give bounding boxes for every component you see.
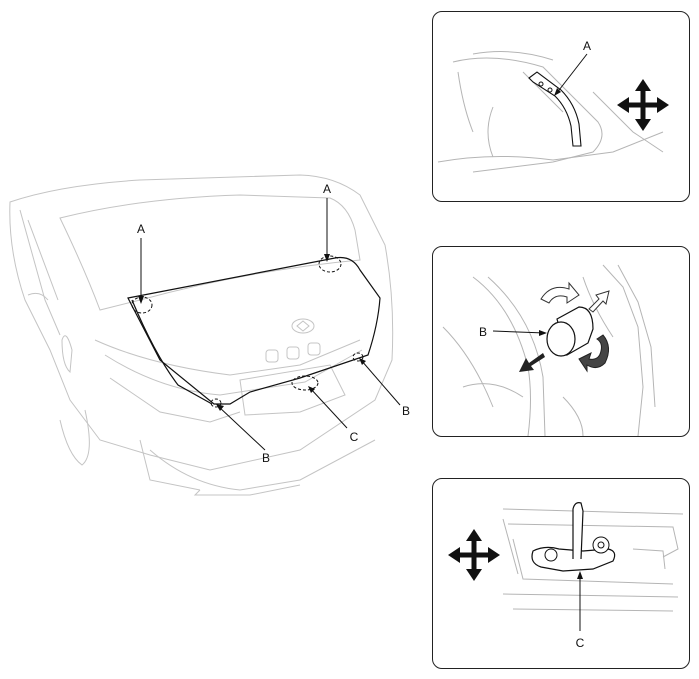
panel-a-label: A xyxy=(583,39,591,53)
hinge-area-right xyxy=(318,255,342,273)
car-body-outline xyxy=(9,174,394,496)
panel-c-label: C xyxy=(576,636,585,650)
panel-b-label: B xyxy=(479,325,487,339)
striker xyxy=(531,502,616,572)
four-way-move-icon xyxy=(448,529,500,581)
trunk-lid-outline xyxy=(127,256,381,405)
pull-arrow-icon xyxy=(519,290,610,372)
detail-panel-stopper: B xyxy=(432,246,690,437)
bumper-area-left xyxy=(210,398,222,408)
detail-panel-hinge: A xyxy=(432,11,690,202)
latch-sketch xyxy=(502,508,684,612)
car-rear-view xyxy=(9,174,401,496)
four-way-move-icon xyxy=(617,79,669,131)
detail-panel-latch: C xyxy=(432,478,690,669)
stopper-bumper xyxy=(546,306,594,357)
rotate-icon xyxy=(540,281,609,373)
bumper-area-right xyxy=(352,352,364,362)
latch-area xyxy=(291,375,319,391)
hinge-sketch xyxy=(437,51,664,173)
hinge-arm xyxy=(528,71,582,147)
